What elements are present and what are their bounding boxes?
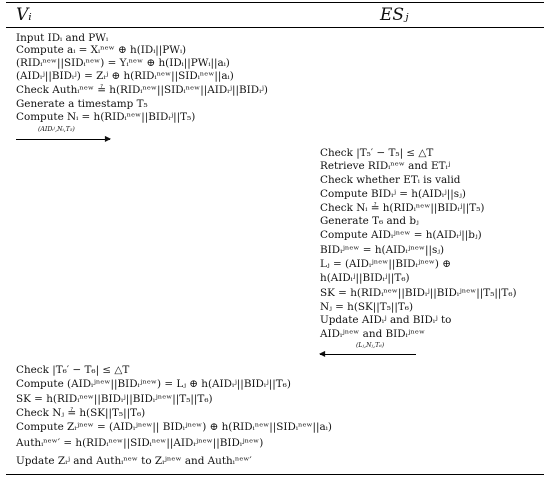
- step-line: Input IDᵢ and PWᵢ: [16, 32, 109, 44]
- step-line: Check |T₅′ − T₅| ≤ △T: [320, 147, 434, 159]
- table-bottom-rule: [6, 474, 544, 476]
- column-header-user: Vᵢ: [16, 5, 32, 25]
- message-1-arrow: ▶: [16, 134, 111, 143]
- step-line: SK = h(RIDᵢⁿᵉʷ||BIDᵢʲ||BIDᵢʲⁿᵉʷ||T₅||T₆): [16, 393, 213, 405]
- step-line: Update Zᵢʲ and Authᵢⁿᵉʷ to Zᵢʲⁿᵉʷ and Au…: [16, 455, 252, 467]
- step-line: (AIDᵢʲ||BIDᵢʲ) = Zᵢʲ ⊕ h(RIDᵢⁿᵉʷ||SIDᵢⁿᵉ…: [16, 70, 234, 82]
- step-line: Lⱼ = (AIDᵢʲⁿᵉʷ||BIDᵢʲⁿᵉʷ) ⊕: [320, 258, 451, 270]
- step-line: Compute AIDᵢʲⁿᵉʷ = h(AIDᵢʲ||bⱼ): [320, 229, 482, 241]
- step-line: Generate a timestamp T₅: [16, 98, 148, 110]
- step-line: Update AIDᵢʲ and BIDᵢʲ to: [320, 314, 452, 326]
- step-line: Compute BIDᵢʲ = h(AIDᵢʲ||sⱼ): [320, 188, 466, 200]
- step-line: Nⱼ = h(SK||T₅||T₆): [320, 301, 414, 313]
- step-line: Check Nᵢ ≟ h(RIDᵢⁿᵉʷ||BIDᵢʲ||T₅): [320, 202, 485, 214]
- step-line: Authᵢⁿᵉʷ′ = h(RIDᵢⁿᵉʷ||SIDᵢⁿᵉʷ||AIDᵢʲⁿᵉʷ…: [16, 437, 264, 449]
- step-line: Compute aᵢ = Xᵢⁿᵉʷ ⊕ h(IDᵢ||PWᵢ): [16, 44, 187, 56]
- step-line: Compute Zᵢʲⁿᵉʷ = (AIDᵢʲⁿᵉʷ|| BIDᵢʲⁿᵉʷ) ⊕…: [16, 421, 332, 433]
- step-line: (RIDᵢⁿᵉʷ||SIDᵢⁿᵉʷ) = Yᵢⁿᵉʷ ⊕ h(IDᵢ||PWᵢ|…: [16, 57, 230, 69]
- step-line: Check |T₆′ − T₆| ≤ △T: [16, 364, 130, 376]
- step-line: Compute (AIDᵢʲⁿᵉʷ||BIDᵢʲⁿᵉʷ) = Lⱼ ⊕ h(AI…: [16, 378, 291, 390]
- message-2-arrow: ◀: [319, 350, 416, 358]
- step-line: SK = h(RIDᵢⁿᵉʷ||BIDᵢʲ||BIDᵢʲⁿᵉʷ||T₅||T₆): [320, 287, 517, 299]
- message-1-label: (AIDᵢʲ,Nᵢ,T₅): [38, 126, 75, 133]
- column-header-edge-server: ESⱼ: [380, 5, 409, 25]
- step-line: Generate T₆ and bⱼ: [320, 215, 419, 227]
- table-top-rule: [6, 2, 544, 4]
- step-line: h(AIDᵢʲ||BIDᵢʲ||T₆): [320, 272, 410, 284]
- step-line: BIDᵢʲⁿᵉʷ = h(AIDᵢʲⁿᵉʷ||sⱼ): [320, 244, 445, 256]
- message-2-label: (Lⱼ,Nⱼ,T₆): [356, 342, 385, 349]
- step-line: Retrieve RIDᵢⁿᵉʷ and ETᵢʲ: [320, 160, 451, 172]
- arrow-right-icon: ▶: [104, 134, 111, 143]
- step-line: Check Nⱼ ≟ h(SK||T₅||T₆): [16, 407, 146, 419]
- step-line: Compute Nᵢ = h(RIDᵢⁿᵉʷ||BIDᵢʲ||T₅): [16, 111, 196, 123]
- step-line: AIDᵢʲⁿᵉʷ and BIDᵢʲⁿᵉʷ: [320, 328, 426, 340]
- step-line: Check Authᵢⁿᵉʷ ≟ h(RIDᵢⁿᵉʷ||SIDᵢⁿᵉʷ||AID…: [16, 84, 268, 96]
- step-line: Check whether ETᵢ is valid: [320, 174, 461, 186]
- header-rule: [6, 27, 544, 28]
